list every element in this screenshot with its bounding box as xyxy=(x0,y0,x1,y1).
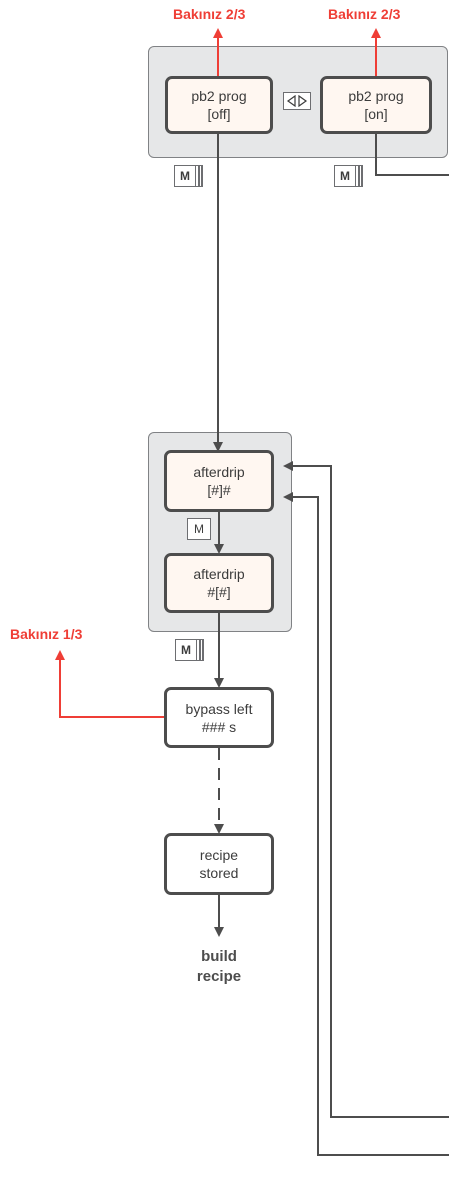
reference-label-top-left[interactable]: Bakınız 2/3 xyxy=(173,6,246,22)
return-line-outer xyxy=(283,461,449,1118)
node-pb2-prog-on-line2: [on] xyxy=(364,106,388,122)
left-right-arrows-button[interactable] xyxy=(283,92,311,110)
m-button-afterdrip[interactable]: M xyxy=(187,518,211,540)
build-recipe-line1: build xyxy=(201,948,237,965)
node-afterdrip-second-digit: afterdrip #[#] xyxy=(164,553,274,613)
node-pb2-prog-on-line1: pb2 prog xyxy=(348,88,404,104)
node-afterdrip-second-digit-line1: afterdrip xyxy=(193,566,245,582)
node-pb2-prog-off-line2: [off] xyxy=(207,106,231,122)
node-recipe-stored-line1: recipe xyxy=(199,847,239,863)
node-bypass-left: bypass left ### s xyxy=(164,687,274,748)
node-pb2-prog-on: pb2 prog [on] xyxy=(320,76,432,134)
reference-label-left[interactable]: Bakınız 1/3 xyxy=(10,626,83,642)
ref-arrow-left xyxy=(55,650,164,718)
m-button-afterdrip-exit[interactable]: M xyxy=(175,639,197,661)
node-afterdrip-first-digit-line1: afterdrip xyxy=(193,464,245,480)
node-bypass-left-line2: ### s xyxy=(201,718,237,735)
node-recipe-stored: recipe stored xyxy=(164,833,274,895)
reference-label-top-right[interactable]: Bakınız 2/3 xyxy=(328,6,401,22)
m-button-pb2-off[interactable]: M xyxy=(174,165,196,187)
node-recipe-stored-line2: stored xyxy=(199,865,239,881)
node-pb2-prog-off-line1: pb2 prog xyxy=(191,88,247,104)
node-bypass-left-line1: bypass left xyxy=(185,700,253,717)
node-afterdrip-first-digit: afterdrip [#]# xyxy=(164,450,274,512)
m-button-pb2-on[interactable]: M xyxy=(334,165,356,187)
flow-pb2-on-out xyxy=(375,133,449,176)
return-line-inner xyxy=(283,492,449,1156)
left-right-arrows-icon xyxy=(286,95,308,107)
node-afterdrip-first-digit-line2: [#]# xyxy=(207,482,231,498)
build-recipe-line2: recipe xyxy=(196,968,242,985)
build-recipe-label: build recipe xyxy=(169,947,269,987)
node-afterdrip-second-digit-line2: #[#] xyxy=(207,584,231,600)
node-pb2-prog-off: pb2 prog [off] xyxy=(165,76,273,134)
